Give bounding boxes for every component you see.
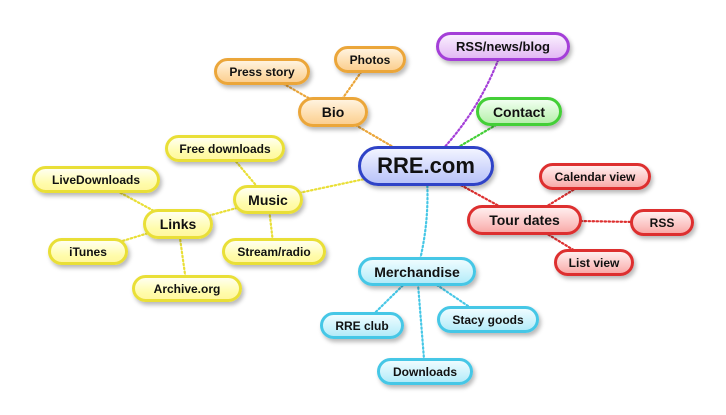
node-calendar-view[interactable]: Calendar view <box>539 163 651 190</box>
node-stream-radio[interactable]: Stream/radio <box>222 238 326 265</box>
node-rss[interactable]: RSS <box>630 209 694 236</box>
node-merchandise[interactable]: Merchandise <box>358 257 476 286</box>
center-node-rre[interactable]: RRE.com <box>358 146 494 186</box>
node-bio[interactable]: Bio <box>298 97 368 127</box>
node-photos[interactable]: Photos <box>334 46 406 73</box>
node-rss-news-blog[interactable]: RSS/news/blog <box>436 32 570 61</box>
node-contact[interactable]: Contact <box>476 97 562 126</box>
node-downloads[interactable]: Downloads <box>377 358 473 385</box>
node-stacy-goods[interactable]: Stacy goods <box>437 306 539 333</box>
node-free-downloads[interactable]: Free downloads <box>165 135 285 162</box>
node-music[interactable]: Music <box>233 185 303 214</box>
node-rre-club[interactable]: RRE club <box>320 312 404 339</box>
link-center-to-music <box>266 164 428 201</box>
node-itunes[interactable]: iTunes <box>48 238 128 265</box>
node-links[interactable]: Links <box>143 209 213 239</box>
link-merch-to-downloads <box>415 270 427 373</box>
node-list-view[interactable]: List view <box>554 249 634 276</box>
node-livedownloads[interactable]: LiveDownloads <box>32 166 160 193</box>
node-press-story[interactable]: Press story <box>214 58 310 85</box>
node-archive-org[interactable]: Archive.org <box>132 275 242 302</box>
node-tour-dates[interactable]: Tour dates <box>467 205 582 235</box>
